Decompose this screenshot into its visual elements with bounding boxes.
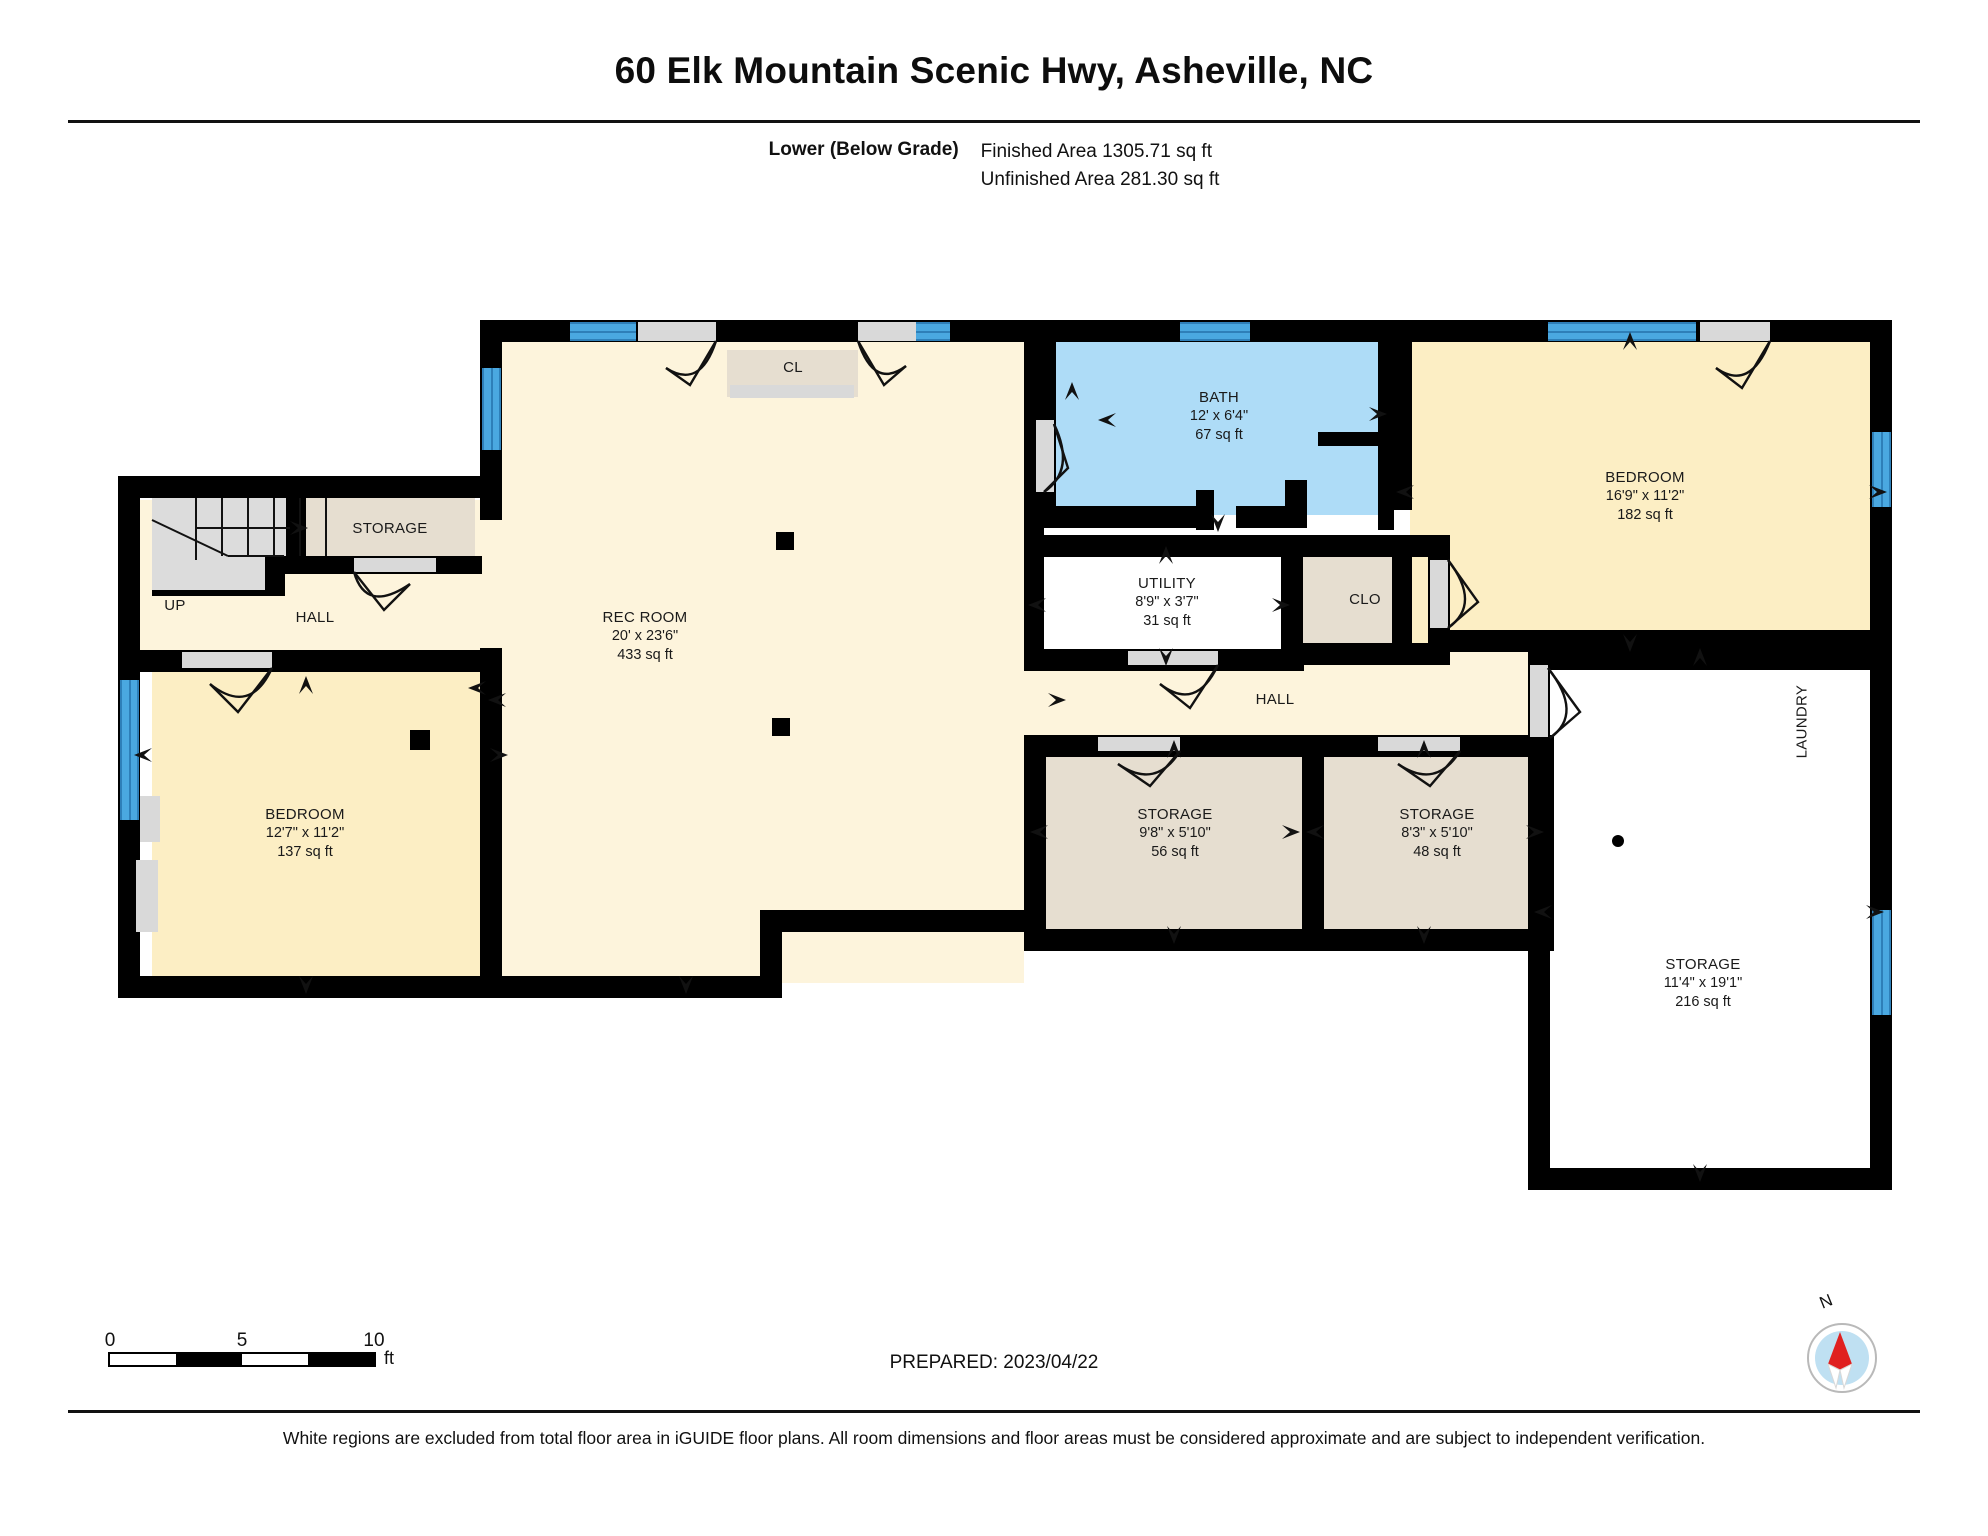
wall-bath-stub	[1285, 480, 1307, 528]
wall-rec-left-lower	[480, 648, 502, 998]
door-gap-bedroom-left-closet	[140, 796, 160, 842]
door-gap-laundry	[1530, 665, 1548, 737]
level-label: Lower (Below Grade)	[768, 139, 959, 160]
wall-bath-counter	[1318, 432, 1380, 446]
wall-storage-mid-left	[1024, 735, 1046, 951]
wall-hall-left-top	[118, 476, 502, 498]
room-fill-rec-room-ext	[760, 690, 1050, 930]
wall-rec-bottom	[480, 976, 780, 998]
room-fill-storage-mid-right	[1322, 757, 1550, 929]
footer-divider	[68, 1410, 1920, 1413]
wall-bedroom-left-bottom	[118, 976, 508, 998]
page-title: 60 Elk Mountain Scenic Hwy, Asheville, N…	[614, 50, 1374, 91]
wall-hall-left-side	[118, 476, 140, 662]
door-gap-bedroom-right-top	[1700, 322, 1770, 341]
wall-hall-left-bottom	[118, 650, 502, 672]
header: 60 Elk Mountain Scenic Hwy, Asheville, N…	[0, 0, 1988, 92]
scale-tick-10: 10	[363, 1330, 385, 1351]
wall-storage-hall-left	[286, 498, 306, 560]
wall-bedroom-right-left-lower	[1392, 555, 1412, 650]
room-fill-bath	[1055, 340, 1379, 515]
door-gap-utility	[1128, 651, 1218, 665]
scale-seg-2	[176, 1354, 242, 1365]
window-bedroom-right-top	[1548, 322, 1696, 341]
wall-storage-mid-divider	[1302, 735, 1324, 951]
column-rec-upper	[776, 532, 794, 550]
room-fill-storage-right	[1545, 660, 1865, 1180]
room-fill-storage-mid-left	[1045, 757, 1303, 929]
scale-tick-0: 0	[104, 1330, 116, 1351]
scale-bar-graphic	[108, 1352, 376, 1367]
scale-tick-5: 5	[236, 1330, 248, 1351]
wall-bedroom-right-left	[1392, 320, 1412, 510]
room-fill-utility	[1043, 557, 1281, 653]
unfinished-area-text: Unfinished Area 281.30 sq ft	[980, 168, 1220, 190]
wall-top-main	[480, 320, 1040, 342]
door-gap-bedroom-left	[182, 652, 272, 668]
scale-seg-1	[110, 1354, 176, 1365]
door-gap-bath	[1036, 420, 1054, 492]
wall-bedroom-right-bottom	[1450, 630, 1890, 652]
wall-bath-right	[1378, 340, 1394, 530]
door-gap-storage-mid-right	[1378, 737, 1460, 751]
room-fill-storage-hall	[305, 498, 475, 560]
wall-bath-bottom-2	[1236, 506, 1296, 528]
window-bath-top	[1180, 322, 1250, 341]
door-gap-storage-hall	[354, 558, 436, 572]
window-bedroom-left	[120, 680, 139, 820]
title-divider	[68, 120, 1920, 123]
prepared-date: PREPARED: 2023/04/22	[889, 1352, 1099, 1373]
door-gap-bedroom-left-closet-2	[136, 860, 158, 932]
wall-rec-bottom-step	[760, 910, 1042, 932]
wall-laundry-left-bottom	[1528, 929, 1550, 1179]
wall-laundry-top	[1528, 648, 1878, 670]
door-gap-cl-front	[730, 385, 854, 398]
scale-seg-4	[308, 1354, 374, 1365]
scale-seg-3	[242, 1354, 308, 1365]
scale-bar: 0 5 10 ft	[104, 1330, 394, 1368]
wall-storage-mid-bottom	[1024, 929, 1554, 951]
wall-clo-top	[1300, 535, 1450, 557]
wall-laundry-bottom	[1528, 1168, 1892, 1190]
wall-stairs-base	[152, 590, 282, 596]
floor-drain-dot	[1612, 835, 1624, 847]
wall-bath-partition	[1196, 490, 1214, 530]
door-gap-rec-top	[638, 322, 716, 341]
wall-bath-bottom	[1034, 506, 1209, 528]
footer-disclaimer: White regions are excluded from total fl…	[282, 1428, 1706, 1448]
window-bedroom-right-side	[1872, 432, 1891, 507]
column-bedroom-left	[410, 730, 430, 750]
column-rec-lower	[772, 718, 790, 736]
wall-rec-step-vert	[760, 910, 782, 998]
window-rec-top	[570, 322, 636, 341]
wall-utility-right	[1281, 535, 1303, 671]
scale-unit-label: ft	[384, 1348, 395, 1368]
compass-rose: N	[1782, 1290, 1902, 1412]
compass-icon	[1807, 1323, 1877, 1393]
door-gap-cl	[858, 322, 916, 341]
wall-clo-bottom	[1300, 643, 1432, 665]
window-rec-left	[482, 368, 501, 450]
door-gap-clo	[1430, 560, 1448, 628]
door-gap-storage-mid-left	[1098, 737, 1180, 751]
room-fill-bedroom-right	[1410, 340, 1875, 645]
wall-utility-top	[1024, 535, 1304, 557]
finished-area-text: Finished Area 1305.71 sq ft	[980, 141, 1212, 162]
window-storage-right-side	[1872, 910, 1891, 1015]
area-summary: Lower (Below Grade) Finished Area 1305.7…	[0, 138, 1988, 193]
wall-stairs-right	[265, 556, 285, 596]
room-fill-bedroom-left	[152, 672, 492, 982]
